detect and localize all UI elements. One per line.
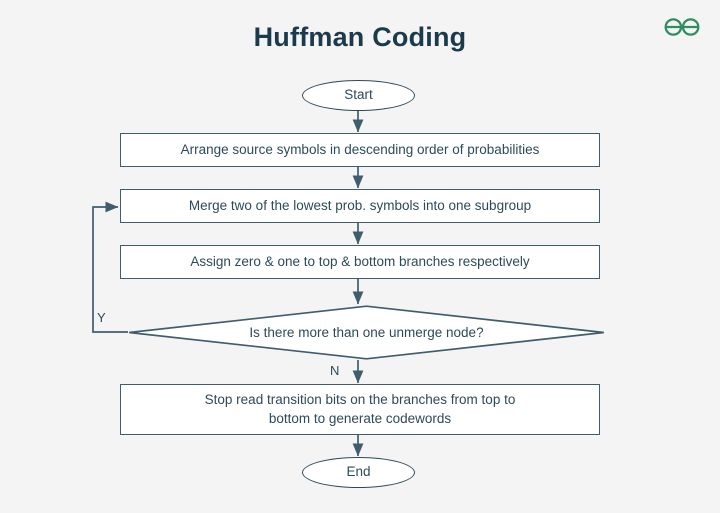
node-merge-label: Merge two of the lowest prob. symbols in… bbox=[188, 197, 532, 213]
node-decision-label: Is there more than one unmerge node? bbox=[249, 325, 484, 340]
node-start-label: Start bbox=[344, 87, 373, 103]
edge-label-no: N bbox=[330, 363, 340, 378]
node-end[interactable]: End bbox=[302, 457, 415, 488]
node-start[interactable]: Start bbox=[302, 80, 415, 111]
node-end-label: End bbox=[346, 464, 371, 480]
node-stop[interactable]: Stop read transition bits on the branche… bbox=[120, 384, 600, 435]
decision-diamond-shape bbox=[128, 305, 605, 360]
edge-label-yes: Y bbox=[97, 310, 106, 325]
node-stop-label-line2: bottom to generate codewords bbox=[268, 410, 452, 426]
node-assign[interactable]: Assign zero & one to top & bottom branch… bbox=[120, 245, 600, 279]
node-stop-label-line1: Stop read transition bits on the branche… bbox=[204, 392, 516, 408]
node-arrange[interactable]: Arrange source symbols in descending ord… bbox=[120, 133, 600, 167]
node-decision[interactable]: Is there more than one unmerge node? bbox=[128, 305, 605, 360]
page-title: Huffman Coding bbox=[253, 22, 467, 52]
node-merge[interactable]: Merge two of the lowest prob. symbols in… bbox=[120, 189, 600, 223]
node-arrange-label: Arrange source symbols in descending ord… bbox=[180, 141, 540, 157]
geeksforgeeks-logo-icon bbox=[662, 14, 702, 40]
node-assign-label: Assign zero & one to top & bottom branch… bbox=[190, 253, 530, 269]
